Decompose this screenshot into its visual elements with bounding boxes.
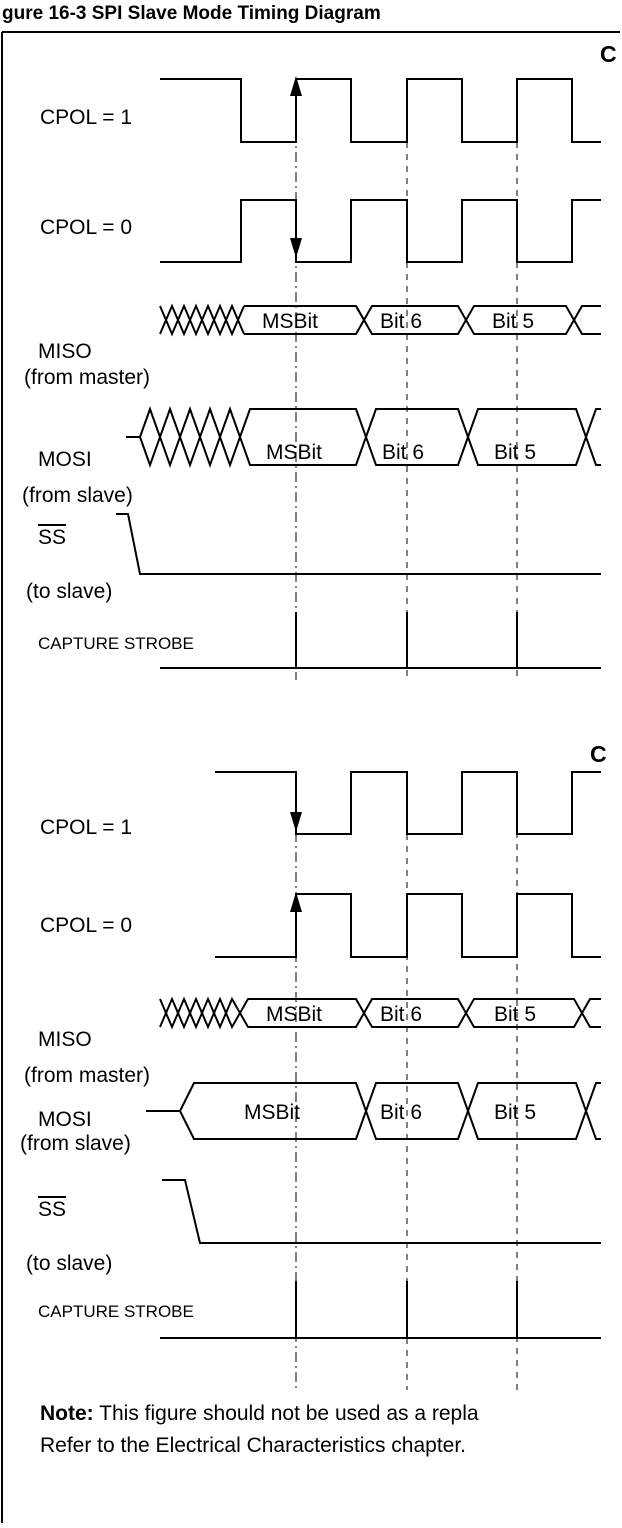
- cpol1-label-b: CPOL = 1: [40, 816, 133, 839]
- miso-sub-label-b: (from master): [24, 1064, 150, 1087]
- mosi-bit-6: Bit 6: [380, 1101, 422, 1124]
- mosi-bit-5: Bit 5: [494, 441, 536, 464]
- miso-bit-5: Bit 5: [494, 1003, 536, 1026]
- mosi-bit-msb: MSBit: [266, 441, 322, 464]
- ss-waveform: [116, 513, 601, 575]
- mosi-bus: [146, 1082, 601, 1140]
- miso-label-a: MISO: [38, 340, 92, 363]
- mosi-sub-label-b: (from slave): [20, 1132, 131, 1155]
- miso-bus: [159, 996, 601, 1030]
- corner-label-a: C: [600, 41, 617, 67]
- mosi-bus: [126, 406, 601, 468]
- up-arrow-icon: [290, 76, 302, 96]
- miso-bit-6: Bit 6: [380, 310, 422, 333]
- figure-note: Note: This figure should not be used as …: [40, 1398, 622, 1462]
- ss-label-b: SS: [38, 1198, 67, 1221]
- miso-bit-msb: MSBit: [262, 310, 318, 333]
- ss-sub-label-a: (to slave): [26, 580, 113, 603]
- diagram-b: [146, 771, 601, 1390]
- miso-label-b: MISO: [38, 1028, 92, 1051]
- mosi-bit-msb: MSBit: [244, 1101, 300, 1124]
- miso-bit-5: Bit 5: [492, 310, 534, 333]
- ss-sub-label-b: (to slave): [26, 1252, 113, 1275]
- cpol0-label-a: CPOL = 0: [40, 216, 133, 239]
- ss-waveform: [162, 1179, 601, 1244]
- note-line-1: Note: This figure should not be used as …: [40, 1398, 622, 1430]
- down-arrow-icon: [290, 238, 302, 258]
- strobe-label-a: CAPTURE STROBE: [38, 634, 194, 653]
- cpol1-waveform: [215, 771, 601, 835]
- mosi-bit-5: Bit 5: [494, 1101, 536, 1124]
- up-arrow-icon: [290, 892, 302, 912]
- diagram-a: [116, 76, 601, 680]
- cpol1-waveform: [160, 78, 601, 143]
- figure-header: gure 16-3 SPI Slave Mode Timing Diagram: [2, 3, 381, 24]
- corner-label-b: C: [590, 741, 607, 767]
- note-bold-label: Note:: [40, 1402, 94, 1425]
- note-text-2: Refer to the Electrical Characteristics …: [40, 1434, 467, 1457]
- cpol1-label-a: CPOL = 1: [40, 106, 133, 129]
- strobe-label-b: CAPTURE STROBE: [38, 1302, 194, 1321]
- miso-bit-6: Bit 6: [380, 1003, 422, 1026]
- ss-label-a: SS: [38, 526, 67, 549]
- miso-bit-msb: MSBit: [266, 1003, 322, 1026]
- mosi-label-b: MOSI: [38, 1108, 92, 1131]
- mosi-sub-label-a: (from slave): [22, 484, 133, 507]
- cpol0-waveform: [160, 199, 601, 263]
- mosi-bit-6: Bit 6: [382, 441, 424, 464]
- cpol0-waveform: [215, 893, 601, 958]
- miso-sub-label-a: (from master): [24, 366, 150, 389]
- mosi-label-a: MOSI: [38, 448, 92, 471]
- down-arrow-icon: [290, 812, 302, 832]
- miso-bus: [159, 303, 601, 337]
- cpol0-label-b: CPOL = 0: [40, 914, 133, 937]
- note-text-1: This figure should not be used as a repl…: [99, 1402, 479, 1425]
